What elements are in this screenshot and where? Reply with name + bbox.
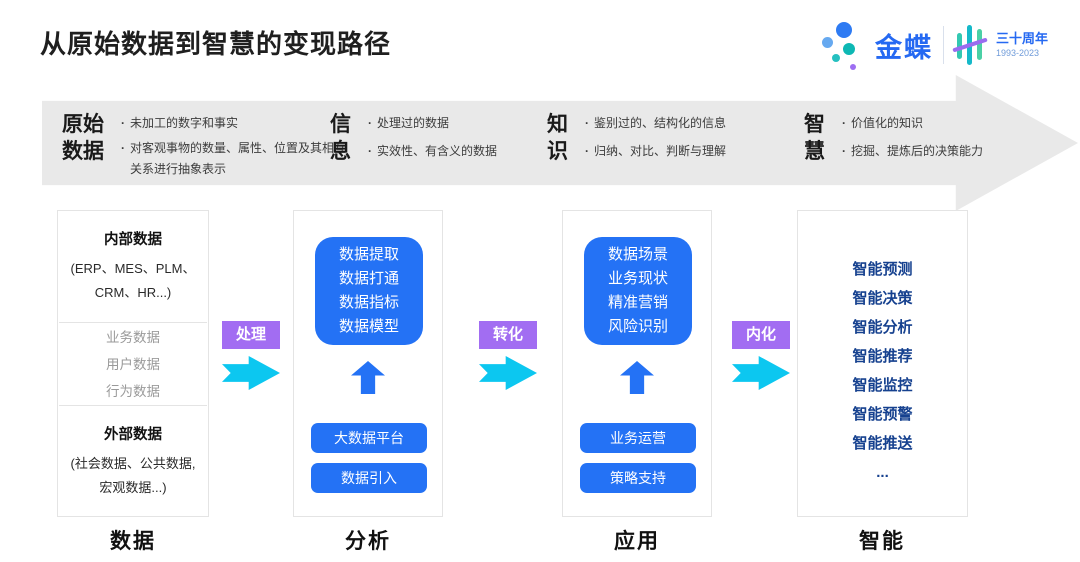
- logo-dot: [849, 64, 856, 70]
- strategy-support-chip: 策略支持: [580, 463, 696, 493]
- intelligence-item: 智能预测: [852, 261, 913, 278]
- kingdee-logo: 金蝶 三十周年 1993-2023: [819, 20, 1048, 70]
- stage-knowledge: 知 识 · 鉴别过的、结构化的信息 · 归纳、对比、判断与理解: [547, 111, 795, 169]
- stage-bullets: · 价值化的知识 · 挖掘、提炼后的决策能力: [837, 111, 983, 169]
- logo-dot: [821, 37, 833, 48]
- intelligence-item: 智能决策: [852, 290, 913, 307]
- logo-dot: [831, 54, 840, 62]
- flow-transform: 转化: [479, 321, 539, 390]
- intelligence-item: 智能分析: [852, 319, 913, 336]
- footer-label-data: 数据: [110, 530, 156, 553]
- divider: [59, 322, 207, 323]
- bullet-item: · 鉴别过的、结构化的信息: [580, 113, 726, 134]
- anniversary-label: 三十周年: [995, 31, 1048, 47]
- flow-transform-label: 转化: [479, 321, 537, 349]
- footer-label-intelligence: 智能: [859, 530, 905, 553]
- bullet-dot: ·: [842, 144, 846, 158]
- external-data-subtitle: (社会数据、公共数据, 宏观数据...): [70, 455, 196, 495]
- brand-name: 金蝶: [874, 32, 933, 63]
- bullet-dot: ·: [368, 116, 372, 130]
- stage-raw-data: 原始 数据 · 未加工的数字和事实 · 对客观事物的数量、属性、位置及其相互关系…: [62, 111, 348, 184]
- internal-data-subtitle: (ERP、MES、PLM、CRM、HR...): [70, 261, 196, 300]
- intelligence-column-box: 智能预测 智能决策 智能分析 智能推荐 智能监控 智能预警 智能推送 ...: [797, 210, 968, 517]
- flow-process: 处理: [222, 321, 282, 390]
- stage-label: 原始 数据: [62, 113, 104, 163]
- stage-label: 智 慧: [804, 113, 825, 163]
- flow-internalize-label: 内化: [732, 321, 790, 349]
- data-column-box: 内部数据 (ERP、MES、PLM、CRM、HR...) 业务数据 用户数据 行…: [57, 210, 209, 517]
- external-data-section: 外部数据 (社会数据、公共数据, 宏观数据...): [58, 406, 208, 516]
- right-arrow-icon: [479, 356, 537, 390]
- bullet-dot: ·: [585, 116, 589, 130]
- bullet-dot: ·: [585, 144, 589, 158]
- analysis-column-box: 数据提取 数据打通 数据指标 数据模型 大数据平台 数据引入: [293, 210, 443, 517]
- anniversary-text: 三十周年 1993-2023: [996, 31, 1048, 59]
- intelligence-item: 智能推荐: [852, 348, 913, 365]
- intelligence-item: 智能监控: [852, 377, 913, 394]
- bullet-dot: ·: [121, 116, 125, 130]
- stage-label: 知 识: [547, 113, 568, 163]
- bullet-item: · 挖掘、提炼后的决策能力: [837, 141, 983, 162]
- right-arrow-icon: [222, 356, 280, 390]
- internal-data-section: 内部数据 (ERP、MES、PLM、CRM、HR...): [58, 211, 208, 322]
- intelligence-item: 智能推送: [852, 435, 913, 452]
- data-type-item: 业务数据: [106, 329, 160, 345]
- footer-label-analysis: 分析: [345, 530, 391, 553]
- data-type-item: 用户数据: [106, 356, 160, 372]
- data-import-chip: 数据引入: [311, 463, 427, 493]
- right-arrow-icon: [732, 356, 790, 390]
- flow-internalize: 内化: [732, 321, 792, 390]
- middle-data-section: 业务数据 用户数据 行为数据: [58, 323, 208, 405]
- flow-process-label: 处理: [222, 321, 280, 349]
- internal-data-title: 内部数据: [104, 232, 162, 248]
- bullet-item: · 对客观事物的数量、属性、位置及其相互关系进行抽象表示: [116, 138, 348, 180]
- bullet-item: · 处理过的数据: [363, 113, 497, 134]
- up-arrow-icon: [620, 361, 654, 394]
- kingdee-dots-icon: [819, 20, 865, 70]
- application-core-box: 数据场景 业务现状 精准营销 风险识别: [584, 237, 692, 345]
- footer-label-application: 应用: [614, 530, 660, 553]
- dikw-banner-arrow: 原始 数据 · 未加工的数字和事实 · 对客观事物的数量、属性、位置及其相互关系…: [42, 75, 1078, 211]
- logo-dot: [835, 22, 852, 38]
- bullet-dot: ·: [121, 141, 125, 155]
- bullet-item: · 未加工的数字和事实: [116, 113, 348, 134]
- up-arrow-icon: [351, 361, 385, 394]
- bullet-dot: ·: [842, 116, 846, 130]
- logo-divider: [942, 26, 944, 64]
- thirty-anniversary-icon: [952, 24, 988, 66]
- intelligence-item: 智能预警: [852, 406, 913, 423]
- analysis-core-box: 数据提取 数据打通 数据指标 数据模型: [315, 237, 423, 345]
- stage-bullets: · 未加工的数字和事实 · 对客观事物的数量、属性、位置及其相互关系进行抽象表示: [116, 111, 348, 184]
- stage-label: 信 息: [330, 113, 351, 163]
- bullet-item: · 归纳、对比、判断与理解: [580, 141, 726, 162]
- anniversary-years: 1993-2023: [995, 47, 1040, 58]
- stage-bullets: · 鉴别过的、结构化的信息 · 归纳、对比、判断与理解: [580, 111, 726, 169]
- bullet-dot: ·: [368, 144, 372, 158]
- stage-wisdom: 智 慧 · 价值化的知识 · 挖掘、提炼后的决策能力: [804, 111, 1044, 169]
- logo-dot: [842, 43, 855, 55]
- stage-bullets: · 处理过的数据 · 实效性、有含义的数据: [363, 111, 497, 169]
- external-data-title: 外部数据: [104, 426, 162, 443]
- bullet-item: · 实效性、有含义的数据: [363, 141, 497, 162]
- divider: [59, 405, 207, 406]
- page-title: 从原始数据到智慧的变现路径: [40, 29, 392, 59]
- data-type-item: 行为数据: [106, 383, 160, 399]
- intelligence-ellipsis: ...: [876, 464, 889, 481]
- application-column-box: 数据场景 业务现状 精准营销 风险识别 业务运营 策略支持: [562, 210, 712, 517]
- stage-information: 信 息 · 处理过的数据 · 实效性、有含义的数据: [330, 111, 542, 169]
- business-operations-chip: 业务运营: [580, 423, 696, 453]
- big-data-platform-chip: 大数据平台: [311, 423, 427, 453]
- bullet-item: · 价值化的知识: [837, 113, 983, 134]
